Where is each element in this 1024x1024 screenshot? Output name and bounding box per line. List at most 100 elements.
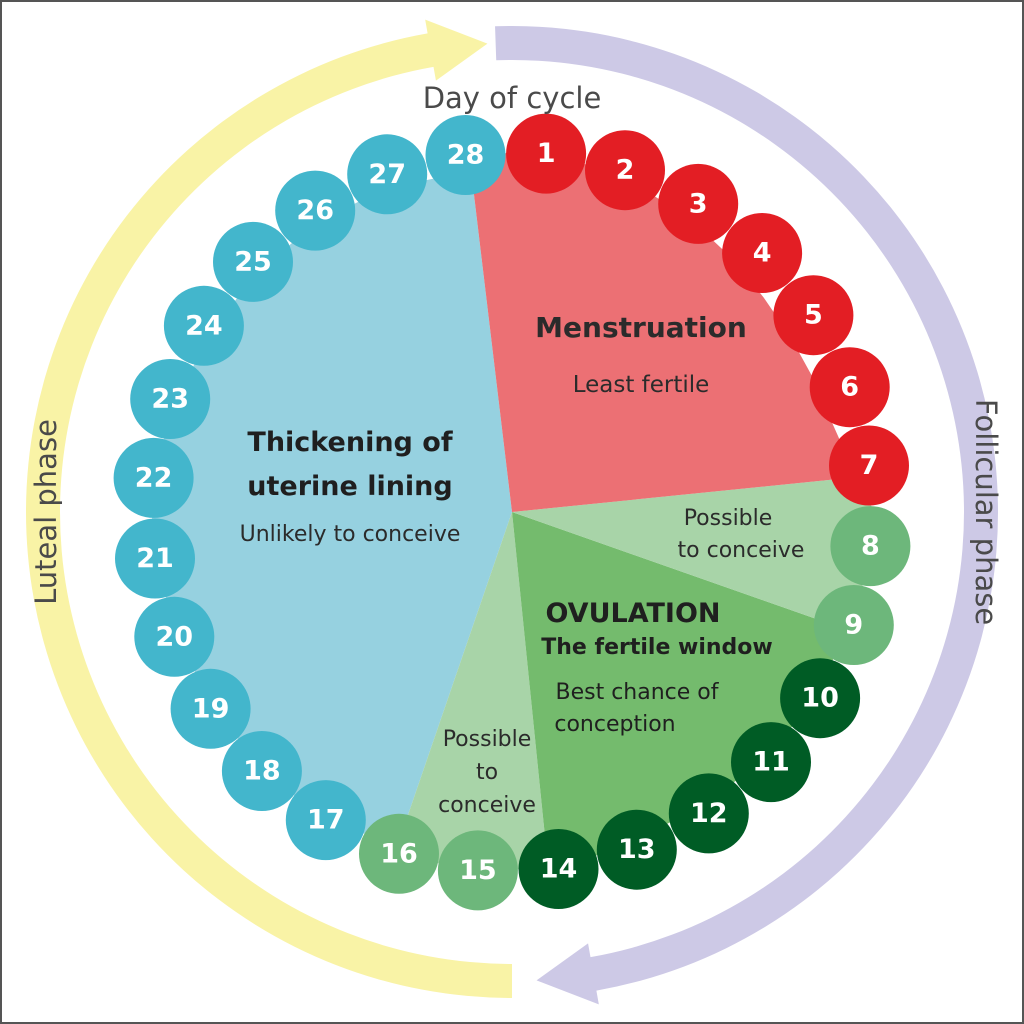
- luteal-heading-line2: uterine lining: [247, 471, 452, 502]
- day-number: 13: [618, 834, 656, 865]
- day-number: 14: [540, 854, 578, 885]
- day-number: 20: [156, 621, 194, 652]
- day-number: 3: [689, 188, 708, 219]
- day-circle: 26: [275, 170, 356, 251]
- ovulation-subheading: The fertile window: [541, 635, 772, 660]
- day-number: 1: [537, 138, 556, 169]
- possible-early-line1: Possible: [684, 506, 773, 531]
- possible-early-line2: to conceive: [678, 538, 805, 563]
- day-circle: 9: [813, 585, 894, 665]
- day-number: 8: [861, 531, 880, 562]
- day-number: 12: [690, 798, 728, 829]
- day-circle: 5: [773, 275, 854, 356]
- day-circle-bg: [359, 813, 439, 894]
- day-circle-bg: [425, 115, 506, 195]
- day-circle-bg: [275, 170, 356, 251]
- day-number: 11: [752, 747, 790, 778]
- day-circle-bg: [731, 722, 811, 803]
- day-circle-bg: [221, 731, 302, 811]
- day-circle: 14: [518, 829, 599, 909]
- day-circle: 28: [425, 115, 506, 195]
- day-number: 5: [804, 300, 823, 331]
- ovulation-line2: conception: [554, 712, 675, 737]
- day-circle-bg: [285, 780, 366, 861]
- day-circle-bg: [830, 506, 911, 587]
- ovulation-line1: Best chance of: [555, 680, 719, 705]
- menstruation-heading: Menstruation: [535, 311, 747, 344]
- possible-late-line1: Possible: [443, 727, 532, 752]
- day-number: 10: [801, 683, 839, 714]
- possible-to-conceive-late-region: [398, 512, 548, 870]
- day-number: 16: [380, 838, 418, 869]
- day-circle: 1: [506, 113, 587, 194]
- day-circle-bg: [347, 134, 428, 215]
- day-circle: 19: [170, 668, 251, 749]
- day-circle: 24: [163, 285, 244, 366]
- day-number: 17: [307, 805, 345, 836]
- day-number: 9: [844, 610, 863, 641]
- day-number: 23: [151, 384, 189, 415]
- day-circle-bg: [115, 518, 195, 599]
- day-number: 4: [753, 238, 772, 269]
- day-circle: 27: [347, 134, 428, 215]
- day-circle: 6: [809, 347, 890, 428]
- day-circle: 16: [359, 813, 439, 894]
- menstruation-region: [472, 150, 868, 512]
- day-circles: 1234567891011121314151617181920212223242…: [113, 113, 911, 911]
- menstruation-subtext: Least fertile: [573, 372, 710, 398]
- day-circle-bg: [437, 830, 518, 911]
- day-of-cycle-title: Day of cycle: [423, 81, 602, 115]
- day-circle: 15: [437, 830, 518, 911]
- ovulation-heading: OVULATION: [545, 598, 720, 629]
- possible-late-line2: to: [476, 760, 498, 785]
- day-number: 15: [459, 855, 497, 886]
- luteal-phase-label: Luteal phase: [29, 419, 63, 605]
- day-circle-bg: [596, 809, 677, 890]
- follicular-phase-label: Follicular phase: [969, 399, 1003, 625]
- luteal-region: [152, 176, 512, 844]
- day-number: 22: [135, 462, 173, 493]
- day-circle-bg: [506, 113, 587, 194]
- day-circle-bg: [658, 163, 739, 244]
- day-number: 26: [296, 195, 334, 226]
- day-circle: 4: [722, 213, 803, 293]
- day-circle: 11: [731, 722, 811, 803]
- day-circle: 12: [668, 773, 749, 854]
- day-circle: 22: [113, 437, 194, 518]
- day-number: 19: [192, 693, 230, 724]
- luteal-heading-line1: Thickening of: [247, 427, 452, 458]
- day-circle-bg: [163, 285, 244, 366]
- day-circle: 10: [780, 658, 861, 739]
- possible-to-conceive-early-region: [512, 476, 872, 628]
- day-circle: 7: [829, 425, 909, 506]
- day-circle: 18: [221, 731, 302, 811]
- day-circle: 13: [596, 809, 677, 890]
- day-circle-bg: [585, 130, 665, 211]
- day-number: 27: [368, 159, 406, 190]
- day-circle-bg: [134, 596, 215, 677]
- day-circle-bg: [722, 213, 803, 293]
- day-circle-bg: [668, 773, 749, 854]
- possible-late-line3: conceive: [438, 793, 536, 818]
- ovulation-region: [512, 512, 842, 866]
- day-number: 7: [860, 450, 879, 481]
- day-circle-bg: [780, 658, 861, 739]
- luteal-subtext: Unlikely to conceive: [240, 522, 461, 547]
- day-circle-bg: [113, 437, 194, 518]
- day-circle-bg: [813, 585, 894, 665]
- day-circle-bg: [213, 221, 293, 302]
- day-circle-bg: [809, 347, 890, 428]
- day-number: 18: [243, 756, 281, 787]
- day-number: 28: [447, 140, 485, 171]
- day-circle: 21: [115, 518, 195, 599]
- day-circle-bg: [130, 359, 211, 439]
- day-circle: 3: [658, 163, 739, 244]
- day-number: 6: [840, 372, 859, 403]
- day-circle: 25: [213, 221, 293, 302]
- day-circle: 17: [285, 780, 366, 861]
- day-number: 24: [185, 310, 223, 341]
- day-circle: 23: [130, 359, 211, 439]
